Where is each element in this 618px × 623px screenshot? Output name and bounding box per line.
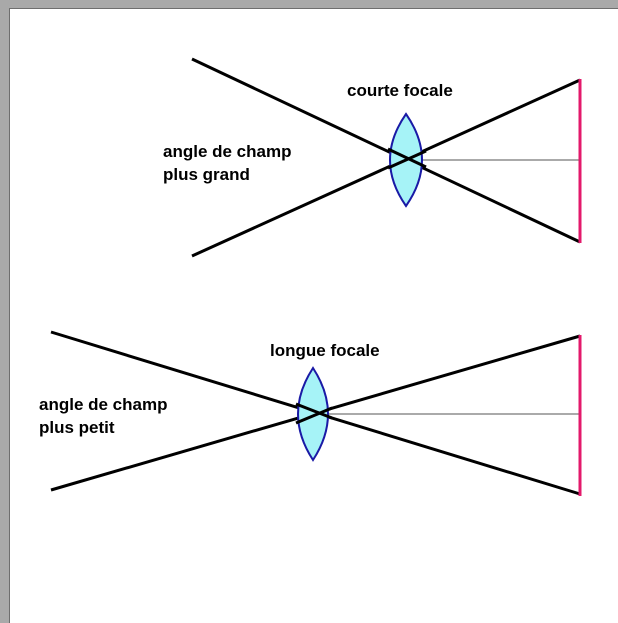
ray-upper (191, 57, 581, 244)
diagram-canvas (9, 8, 618, 623)
lens-shape (297, 366, 329, 462)
ray-lower (191, 78, 581, 258)
ray-lower-over-lens (295, 406, 333, 425)
long-focal-diagram: longue focale angle de champ plus petit (39, 330, 582, 496)
angle-label-line2: plus grand (163, 165, 250, 184)
angle-label-line1: angle de champ (163, 142, 291, 161)
short-focal-title: courte focale (347, 81, 453, 100)
angle-label-line2: plus petit (39, 418, 115, 437)
ray-upper-over-lens (295, 402, 333, 420)
angle-label-line1: angle de champ (39, 395, 167, 414)
short-focal-diagram: courte focale angle de champ plus grand (163, 57, 582, 258)
long-focal-title: longue focale (270, 341, 380, 360)
ray-lower-over-lens (387, 149, 427, 170)
